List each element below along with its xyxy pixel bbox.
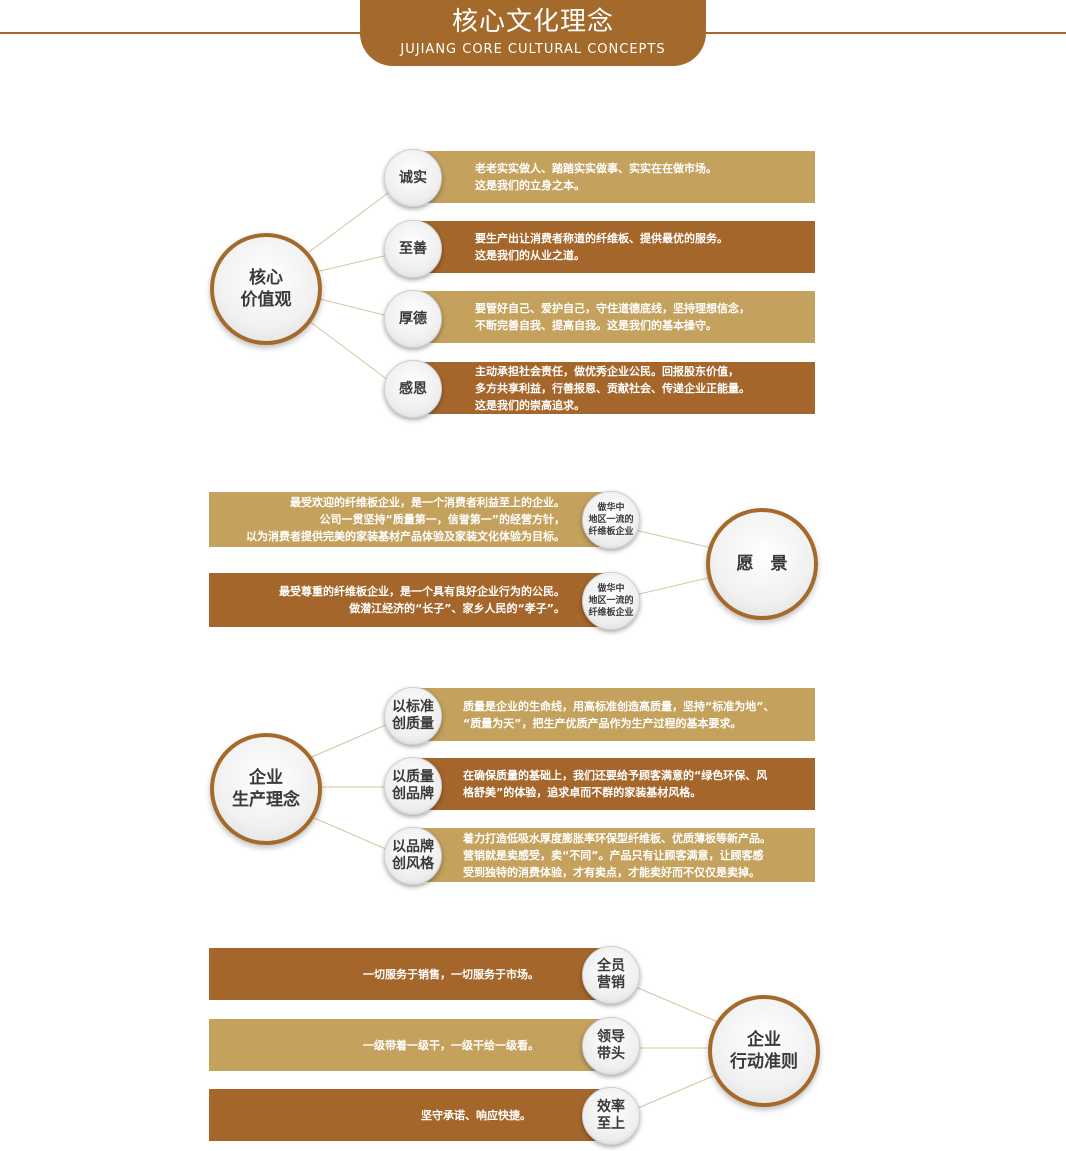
vision-hub: 愿 景: [706, 508, 818, 620]
connector-line: [315, 254, 389, 273]
circle-label: 创质量: [392, 716, 434, 732]
bar-text: 这是我们的崇高追求。: [475, 398, 585, 412]
bar-text: 主动承担社会责任，做优秀企业公民。回报股东价值，: [475, 364, 739, 378]
conduct-label-3: 效率 至上: [582, 1087, 640, 1145]
connector-line: [634, 576, 713, 596]
circle-label: 效率: [597, 1099, 625, 1115]
bar-text: 受到独特的消费体验，才有卖点，才能卖好而不仅仅是卖掉。: [463, 865, 760, 879]
circle-label: 至善: [399, 240, 427, 257]
conduct-bar-1: 一切服务于销售，一切服务于市场。: [209, 948, 609, 1000]
value-bar-honesty: 老老实实做人、踏踏实实做事、实实在在做市场。 这是我们的立身之本。: [415, 151, 815, 203]
connector-line: [304, 723, 389, 761]
connector-line: [637, 1073, 719, 1109]
connector-line: [637, 987, 719, 1023]
page-title: 核心文化理念: [451, 7, 614, 37]
value-bar-gratitude: 主动承担社会责任，做优秀企业公民。回报股东价值， 多方共享利益，行善报恩、贡献社…: [415, 362, 815, 414]
value-label-goodness: 至善: [384, 220, 442, 278]
badge-line: 做华中: [597, 503, 625, 513]
production-label-2: 以质量 创品牌: [384, 757, 442, 815]
value-bar-virtue: 要管好自己、爱护自己，守住道德底线，坚持理想信念， 不断完善自我、提高自我。这是…: [415, 291, 815, 343]
circle-label: 以质量: [392, 769, 434, 785]
circle-label: 感恩: [399, 380, 427, 397]
value-label-honesty: 诚实: [384, 149, 442, 207]
hub-label-line: 生产理念: [232, 790, 300, 810]
production-bar-3: 着力打造低吸水厚度膨胀率环保型纤维板、优质薄板等新产品。 营销就是卖感受，卖“不…: [415, 828, 815, 882]
bar-text: 质量是企业的生命线，用高标准创造高质量，坚持“标准为地”、: [463, 699, 775, 713]
page-subtitle: JUJIANG CORE CULTURAL CONCEPTS: [400, 42, 666, 57]
conduct-label-2: 领导 带头: [582, 1017, 640, 1075]
bar-text: 营销就是卖感受，卖“不同”。产品只有让顾客满意，让顾客感: [463, 848, 764, 862]
bar-text: 不断完善自我、提高自我。这是我们的基本操守。: [475, 319, 717, 332]
bar-text: 老老实实做人、踏踏实实做事、实实在在做市场。: [475, 162, 717, 175]
section-title-banner: 核心文化理念 JUJIANG CORE CULTURAL CONCEPTS: [360, 0, 706, 66]
bar-text: 一切服务于销售，一切服务于市场。: [363, 967, 539, 981]
badge-line: 地区一流的: [588, 515, 634, 525]
value-bar-goodness: 要生产出让消费者称道的纤维板、提供最优的服务。 这是我们的从业之道。: [415, 221, 815, 273]
badge-line: 纤维板企业: [588, 527, 634, 537]
bar-text: 格舒美”的体验，追求卓而不群的家装基材风格。: [463, 786, 702, 799]
bar-text: 公司一贯坚持“质量第一，信誉第一”的经营方针，: [319, 513, 565, 526]
vision-bar-1: 最受欢迎的纤维板企业，是一个消费者利益至上的企业。 公司一贯坚持“质量第一，信誉…: [209, 492, 609, 547]
circle-label: 厚德: [399, 310, 427, 327]
bar-text: 这是我们的立身之本。: [475, 179, 585, 192]
connector-line: [304, 317, 389, 381]
production-bar-1: 质量是企业的生命线，用高标准创造高质量，坚持“标准为地”、 “质量为天”，把生产…: [415, 688, 815, 741]
badge-line: 地区一流的: [588, 596, 634, 606]
value-label-virtue: 厚德: [384, 290, 442, 348]
circle-label: 营销: [597, 975, 625, 991]
production-hub: 企业 生产理念: [210, 733, 322, 845]
vision-bar-2: 最受尊重的纤维板企业，是一个具有良好企业行为的公民。 做潜江经济的“长子”、家乡…: [209, 573, 609, 627]
conduct-bar-2: 一级带着一级干，一级干给一级看。: [209, 1019, 609, 1071]
production-bar-2: 在确保质量的基础上，我们还要给予顾客满意的“绿色环保、风 格舒美”的体验，追求卓…: [415, 758, 815, 810]
badge-line: 纤维板企业: [588, 608, 634, 618]
conduct-label-1: 全员 营销: [582, 946, 640, 1004]
hub-label-line: 核心: [249, 268, 283, 288]
circle-label: 创风格: [392, 856, 434, 872]
bar-text: 多方共享利益，行善报恩、贡献社会、传递企业正能量。: [475, 381, 750, 395]
hub-label-line: 企业: [747, 1030, 781, 1050]
conduct-hub: 企业 行动准则: [708, 995, 820, 1107]
header-line-left: [0, 32, 362, 34]
header-line-right: [704, 32, 1066, 34]
production-label-1: 以标准 创质量: [384, 687, 442, 745]
core-values-hub: 核心 价值观: [210, 233, 322, 345]
bar-text: 最受尊重的纤维板企业，是一个具有良好企业行为的公民。: [279, 585, 565, 598]
bar-text: 坚守承诺、响应快捷。: [421, 1108, 531, 1122]
bar-text: 在确保质量的基础上，我们还要给予顾客满意的“绿色环保、风: [463, 769, 768, 782]
hub-label-line: 企业: [249, 768, 283, 788]
connector-line: [304, 192, 389, 256]
circle-label: 至上: [597, 1116, 625, 1132]
hub-label-line: 价值观: [240, 290, 292, 310]
vision-badge-2: 做华中 地区一流的 纤维板企业: [582, 572, 640, 630]
bar-text: 着力打造低吸水厚度膨胀率环保型纤维板、优质薄板等新产品。: [463, 831, 771, 845]
hub-label-line: 行动准则: [730, 1052, 798, 1072]
hub-label-line: 愿 景: [736, 554, 788, 574]
value-label-gratitude: 感恩: [384, 360, 442, 418]
bar-text: 这是我们的从业之道。: [475, 249, 585, 262]
bar-text: 做潜江经济的“长子”、家乡人民的“孝子”。: [349, 602, 565, 615]
connector-line: [304, 813, 389, 851]
badge-line: 做华中: [597, 584, 625, 594]
production-label-3: 以品牌 创风格: [384, 827, 442, 885]
bar-text: 以为消费者提供完美的家装基材产品体验及家装文化体验为目标。: [246, 530, 565, 543]
circle-label: 诚实: [399, 169, 427, 186]
circle-label: 全员: [597, 958, 625, 974]
bar-text: “质量为天”，把生产优质产品作为生产过程的基本要求。: [463, 716, 742, 730]
circle-label: 领导: [597, 1029, 625, 1045]
bar-text: 要生产出让消费者称道的纤维板、提供最优的服务。: [475, 232, 728, 245]
circle-label: 创品牌: [392, 786, 434, 802]
circle-label: 以标准: [392, 699, 434, 715]
connector-line: [634, 529, 713, 549]
vision-badge-1: 做华中 地区一流的 纤维板企业: [582, 491, 640, 549]
circle-label: 以品牌: [392, 839, 434, 855]
connector-line: [315, 297, 389, 317]
bar-text: 一级带着一级干，一级干给一级看。: [363, 1038, 539, 1052]
bar-text: 要管好自己、爱护自己，守住道德底线，坚持理想信念，: [475, 302, 750, 315]
conduct-bar-3: 坚守承诺、响应快捷。: [209, 1089, 609, 1141]
bar-text: 最受欢迎的纤维板企业，是一个消费者利益至上的企业。: [290, 496, 565, 509]
circle-label: 带头: [597, 1046, 625, 1062]
